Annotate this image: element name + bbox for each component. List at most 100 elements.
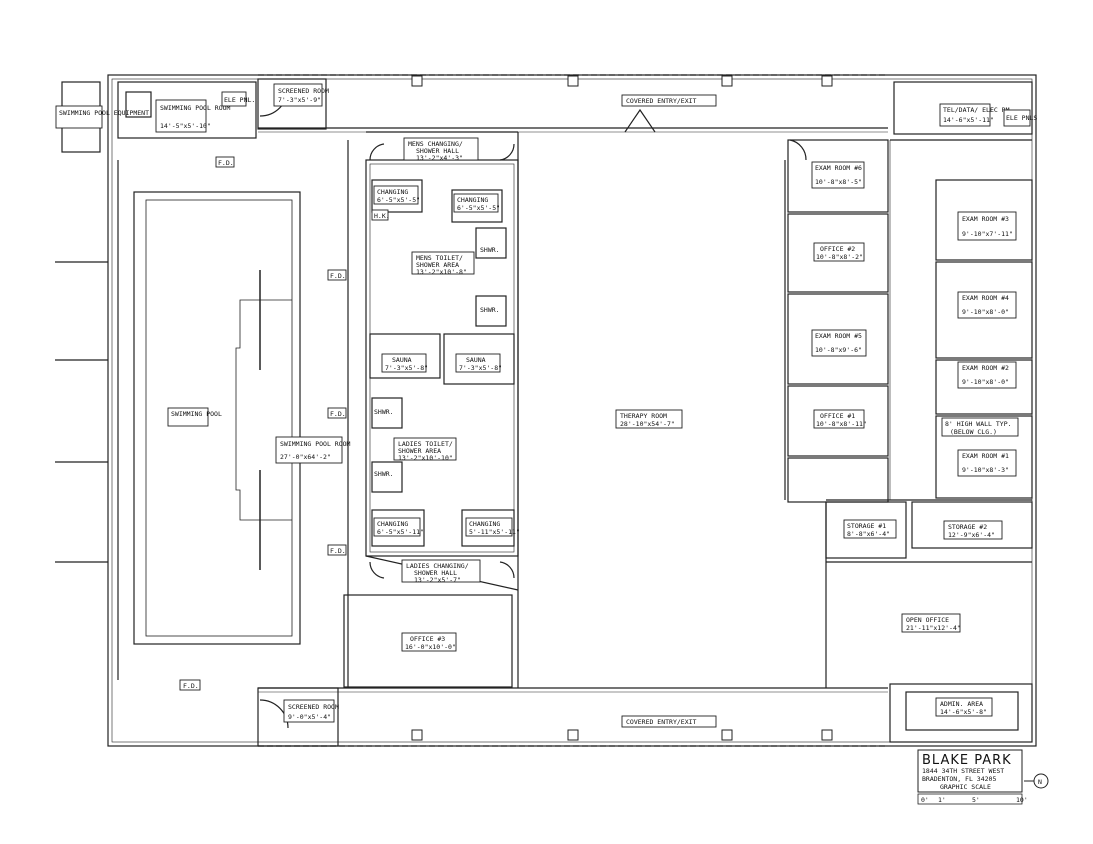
pool-room-dim: 27'-0"x64'-2" [280, 453, 331, 461]
exam5-text: EXAM ROOM #5 [815, 332, 862, 340]
mens-hall-text2: SHOWER HALL [416, 147, 459, 155]
sauna-b-dim: 7'-3"x5'-8" [459, 364, 502, 372]
ladies-toilet-text2: SHOWER AREA [398, 447, 441, 455]
changing-d-text: CHANGING [469, 520, 500, 528]
label-fd-1: F.D. [215, 156, 235, 168]
screened-bottom-dim: 9'-0"x5'-4" [288, 713, 331, 721]
exam5-dim: 10'-8"x9'-6" [815, 346, 862, 354]
project-name: BLAKE PARK [922, 753, 1012, 768]
mens-toilet-text2: SHOWER AREA [416, 261, 459, 269]
exam2-dim: 9'-10"x8'-0" [962, 378, 1009, 386]
label-ele-pnls: ELE PNLS [1003, 109, 1037, 127]
exam1-text: EXAM ROOM #1 [962, 452, 1009, 460]
shwr-4-text: SHWR. [374, 470, 394, 478]
pool-text: SWIMMING POOL [171, 410, 222, 418]
scale-tick-3: 10' [1016, 796, 1028, 804]
fd-4-text: F.D. [330, 547, 346, 555]
sauna-b-text: SAUNA [466, 356, 486, 364]
label-sauna-a: SAUNA 7'-3"x5'-8" [381, 353, 428, 373]
exam6-dim: 10'-8"x8'-5" [815, 178, 862, 186]
office2-dim: 10'-8"x8'-2" [816, 253, 863, 261]
label-shwr-4: SHWR. [374, 470, 394, 478]
label-covered-top: COVERED ENTRY/EXIT [621, 94, 717, 107]
label-ladies-toilet: LADIES TOILET/ SHOWER AREA 13'-2"x10'-10… [393, 437, 457, 462]
label-shwr-3: SHWR. [374, 408, 394, 416]
north-label: N [1038, 778, 1042, 786]
ladies-hall-dim: 13'-2"x5'-7" [414, 576, 461, 584]
label-exam3: EXAM ROOM #3 9'-10"x7'-11" [957, 211, 1017, 241]
high-wall-text2: (BELOW CLG.) [950, 428, 997, 436]
label-ele-pnl: ELE PNL. [221, 91, 255, 107]
north-arrow-icon: N [1024, 773, 1049, 789]
label-changing-a: CHANGING 6'-5"x5'-5" [373, 185, 420, 205]
room-labels: SWIMMING POOL EQUIPMENT SWIMMING POOL RO… [55, 83, 1037, 728]
storage2-text: STORAGE #2 [948, 523, 987, 531]
label-pool-room: SWIMMING POOL ROOM 27'-0"x64'-2" [275, 436, 351, 464]
label-pool: SWIMMING POOL [167, 407, 222, 427]
changing-b-dim: 6'-5"x5'-5" [457, 204, 500, 212]
exam4-text: EXAM ROOM #4 [962, 294, 1009, 302]
exam1-dim: 9'-10"x8'-3" [962, 466, 1009, 474]
office2-text: OFFICE #2 [820, 245, 855, 253]
admin-text: ADMIN. AREA [940, 700, 983, 708]
fd-5-text: F.D. [183, 682, 199, 690]
changing-c-text: CHANGING [377, 520, 408, 528]
office3-text: OFFICE #3 [410, 635, 445, 643]
label-office1: OFFICE #1 10'-8"x8'-11" [813, 409, 867, 429]
label-changing-b: CHANGING 6'-5"x5'-5" [453, 193, 500, 213]
title-block: BLAKE PARK 1844 34TH STREET WEST BRADENT… [917, 749, 1049, 805]
ladies-hall-text2: SHOWER HALL [414, 569, 457, 577]
exam3-dim: 9'-10"x7'-11" [962, 230, 1013, 238]
open-office-dim: 21'-11"x12'-4" [906, 624, 961, 632]
sauna-a-text: SAUNA [392, 356, 412, 364]
label-high-wall: 8' HIGH WALL TYP. (BELOW CLG.) [941, 417, 1019, 437]
label-therapy: THERAPY ROOM 28'-10"x54'-7" [615, 409, 683, 429]
storage2-dim: 12'-9"x6'-4" [948, 531, 995, 539]
label-exam4: EXAM ROOM #4 9'-10"x8'-0" [957, 291, 1017, 319]
shwr-3-text: SHWR. [374, 408, 394, 416]
pool-equipment-room-text: SWIMMING POOL ROOM [160, 104, 231, 112]
exam3-text: EXAM ROOM #3 [962, 215, 1009, 223]
label-office2: OFFICE #2 10'-8"x8'-2" [813, 242, 865, 262]
mens-toilet-dim: 13'-2"x10'-8" [416, 268, 467, 276]
ladies-toilet-dim: 13'-2"x10'-10" [398, 454, 453, 462]
mens-toilet-text: MENS TOILET/ [416, 254, 463, 262]
label-ladies-hall: LADIES CHANGING/ SHOWER HALL 13'-2"x5'-7… [401, 559, 481, 584]
label-screened-top: SCREENED ROOM 7'-3"x5'-9" [273, 83, 329, 107]
label-open-office: OPEN OFFICE 21'-11"x12'-4" [901, 613, 961, 633]
label-exam6: EXAM ROOM #6 10'-8"x8'-5" [811, 161, 865, 189]
admin-dim: 14'-6"x5'-8" [940, 708, 987, 716]
exam4-dim: 9'-10"x8'-0" [962, 308, 1009, 316]
exam2-text: EXAM ROOM #2 [962, 364, 1009, 372]
changing-a-dim: 6'-5"x5'-5" [377, 196, 420, 204]
project-address2: BRADENTON, FL 34205 [922, 775, 996, 783]
walls [55, 74, 1037, 747]
ladies-hall-text: LADIES CHANGING/ [406, 562, 469, 570]
fd-1-text: F.D. [218, 159, 234, 167]
office3-dim: 16'-0"x10'-0" [405, 643, 456, 651]
ele-pnl-text: ELE PNL. [224, 96, 255, 104]
label-changing-d: CHANGING 5'-11"x5'-11" [465, 517, 520, 537]
label-shwr-1: SHWR. [480, 246, 500, 254]
project-address1: 1844 34TH STREET WEST [922, 767, 1004, 775]
label-exam5: EXAM ROOM #5 10'-8"x9'-6" [811, 329, 867, 357]
changing-b-text: CHANGING [457, 196, 488, 204]
scale-tick-1: 1' [938, 796, 946, 804]
screened-bottom-text: SCREENED ROOM [288, 703, 339, 711]
therapy-text: THERAPY ROOM [620, 412, 667, 420]
mens-hall-dim: 13'-2"x4'-3" [416, 154, 463, 162]
label-pool-equipment: SWIMMING POOL EQUIPMENT [55, 105, 149, 129]
graphic-scale-label: GRAPHIC SCALE [940, 783, 991, 791]
changing-a-text: CHANGING [377, 188, 408, 196]
label-pool-equipment-room: SWIMMING POOL ROOM 14'-5"x5'-10" [155, 99, 231, 133]
pool-room-text: SWIMMING POOL ROOM [280, 440, 351, 448]
label-exam1: EXAM ROOM #1 9'-10"x8'-3" [957, 449, 1017, 477]
tel-data-text: TEL/DATA/ ELEC RM [943, 106, 1010, 114]
storage1-text: STORAGE #1 [847, 522, 886, 530]
therapy-dim: 28'-10"x54'-7" [620, 420, 675, 428]
label-fd-5: F.D. [179, 679, 201, 691]
high-wall-text: 8' HIGH WALL TYP. [945, 420, 1012, 428]
label-storage1: STORAGE #1 8'-8"x6'-4" [843, 519, 897, 539]
fd-2-text: F.D. [330, 272, 346, 280]
